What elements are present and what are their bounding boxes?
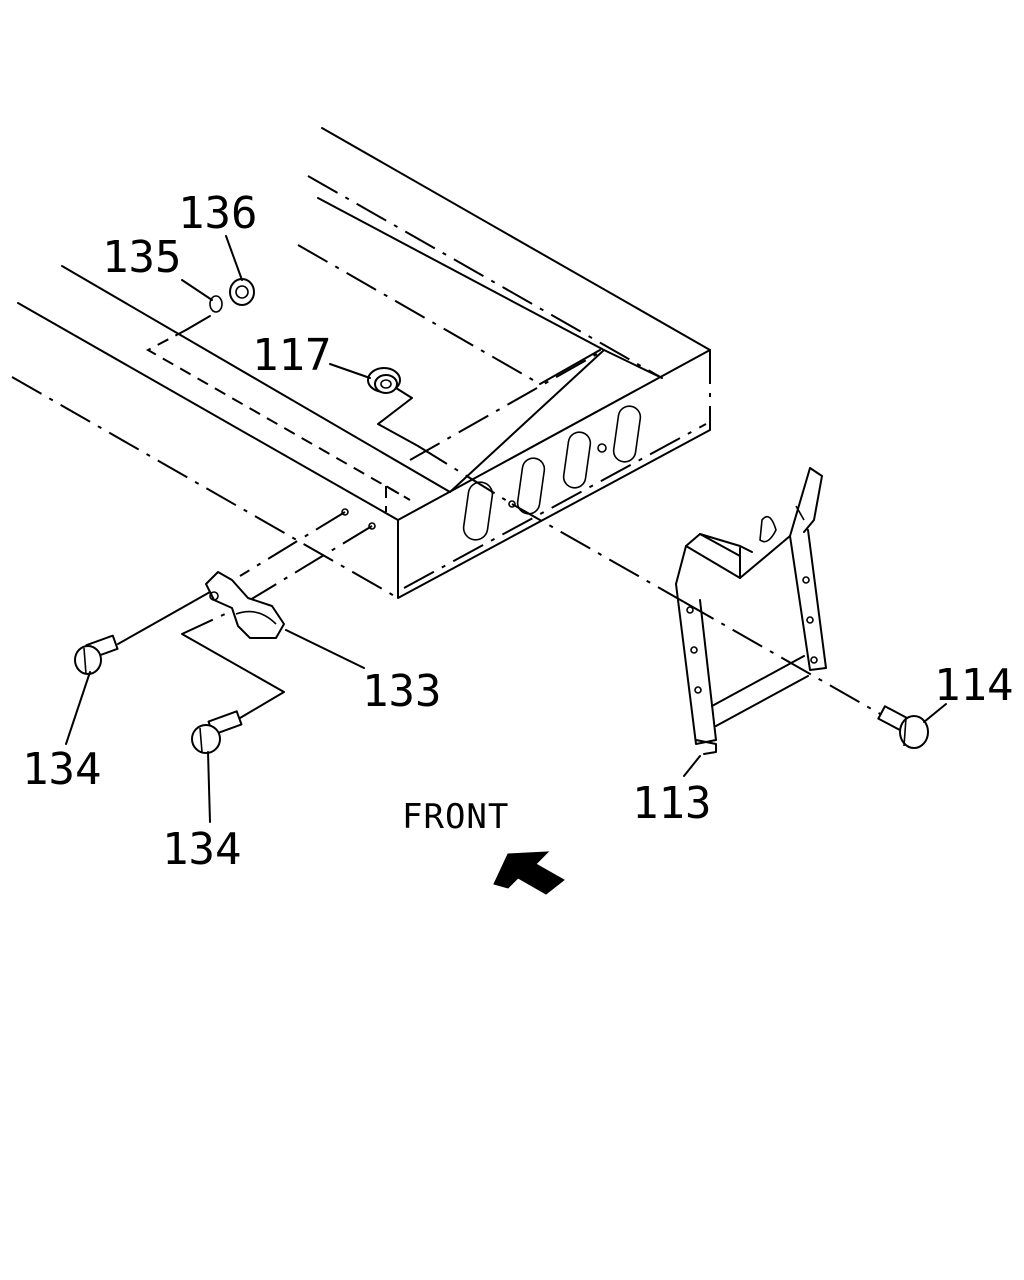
front-direction-arrow-icon bbox=[493, 851, 565, 895]
bolt-part-134-lower bbox=[191, 710, 243, 754]
assembly-lines bbox=[117, 315, 883, 719]
front-indicator: FRONT bbox=[402, 797, 565, 895]
flange-bolt-part-114 bbox=[877, 705, 929, 749]
callout-135: 135 bbox=[102, 232, 181, 283]
front-label: FRONT bbox=[402, 797, 509, 837]
callout-133: 133 bbox=[362, 666, 441, 717]
step-bracket-part-113 bbox=[675, 467, 827, 755]
bolt-part-134-upper bbox=[74, 634, 119, 675]
callout-114: 114 bbox=[934, 660, 1013, 711]
nut-part-136 bbox=[229, 278, 255, 306]
callout-117: 117 bbox=[252, 330, 331, 381]
tow-hook-part-133 bbox=[205, 571, 285, 639]
callout-134-lower: 134 bbox=[162, 824, 241, 875]
callout-134-upper: 134 bbox=[22, 744, 101, 795]
callout-136: 136 bbox=[178, 188, 257, 239]
frame-assembly bbox=[11, 127, 711, 599]
callout-leaders bbox=[65, 235, 947, 823]
flange-nut-part-117 bbox=[367, 367, 401, 394]
callout-labels: 136 135 117 133 134 134 113 114 bbox=[22, 188, 1013, 875]
callout-113: 113 bbox=[632, 778, 711, 829]
lock-washer-part-135 bbox=[209, 295, 223, 313]
